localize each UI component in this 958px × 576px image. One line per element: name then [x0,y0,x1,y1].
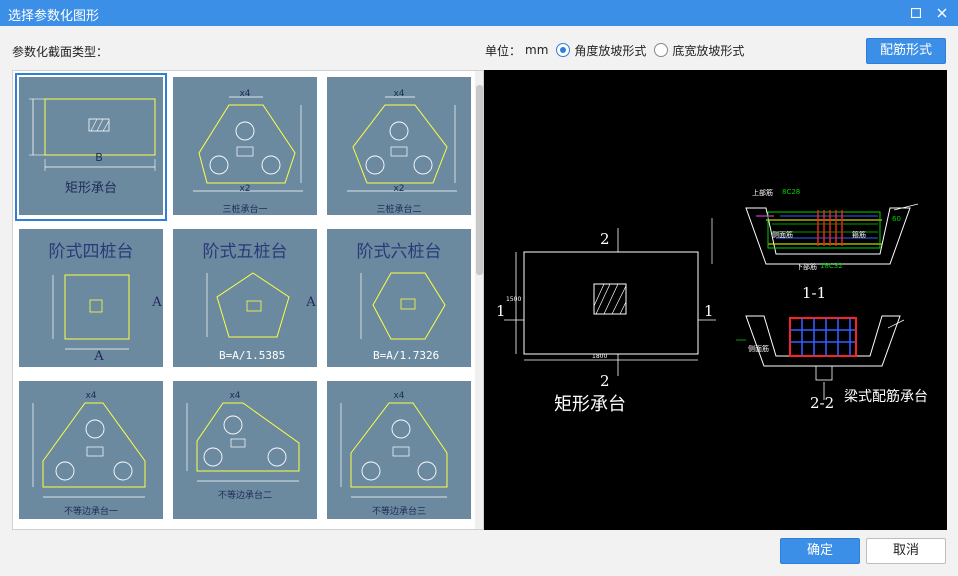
unit-row: 单位： mm 角度放坡形式 底宽放坡形式 [485,41,744,59]
tile-label: 不等边承台一 [63,507,118,517]
dim-x4-label: x4 [229,391,241,401]
top-bar-label: 上部筋 [752,189,773,197]
dim-x4-label: x4 [393,89,405,99]
tile-label: 三桩承台一 [222,205,268,215]
unit-label: 单位： [485,43,522,58]
side-bar-label: 侧面筋 [772,231,793,239]
dim-x4-label: x4 [393,391,405,401]
tile-thumbnail: x4 x2 三桩承台二 [327,77,471,215]
tile-step-six-pile[interactable]: 阶式六桩台 A B=A/1.7326 [306,225,475,373]
tile-label: 不等边承台二 [217,491,272,501]
width-slope-label[interactable]: 底宽放坡形式 [672,43,745,58]
dim-x-labels: x2 [239,184,251,194]
slope-angle-label: 60 [892,215,901,223]
tile-rect-cap[interactable]: A B 矩形承台 [15,73,167,221]
width-slope-radio[interactable] [654,43,669,57]
angle-slope-label[interactable]: 角度放坡形式 [574,43,647,58]
rebar-form-button[interactable]: 配筋形式 [866,38,946,64]
tile-label: 阶式四桩台 [48,242,134,262]
bottom-bar-label: 下部筋 [796,263,817,271]
tile-unequal-cap-two[interactable]: x4 不等边承台二 [169,377,321,525]
stirrup-label: 箍筋 [852,231,866,239]
side-bar-label-2: 侧面筋 [748,345,769,353]
dim-x4-label: x4 [85,391,97,401]
tile-unequal-cap-three[interactable]: x4 不等边承台三 [323,377,475,525]
plan-title: 矩形承台 [554,394,626,415]
top-bar-spec: 8C28 [782,188,801,196]
scrollbar-thumb[interactable] [476,85,483,275]
section-type-label: 参数化截面类型： [12,45,109,59]
tile-thumbnail: x4 x2 三桩承台一 [173,77,317,215]
tile-label: 不等边承台三 [371,507,426,517]
section-mark-1-right: 1 [704,302,714,320]
tile-step-four-pile[interactable]: 阶式四桩台 A A [15,225,167,373]
tile-three-pile-cap-one[interactable]: x4 x2 三桩承台一 [169,73,321,221]
dim-width-label: 1800 [592,353,608,360]
tile-label: 阶式六桩台 [356,242,442,262]
dim-height-label: 1500 [506,296,522,303]
formula-label: B=A/1.7326 [373,349,440,362]
tile-thumbnail: x4 不等边承台一 [19,381,163,519]
preview-canvas: 2 2 1 1 1800 1500 矩形承台 1-1 2-2 梁式配筋承台 上部… [484,70,947,530]
cancel-button[interactable]: 取消 [866,538,946,564]
dim-a-label: A [306,295,316,310]
tile-label: 阶式五桩台 [202,242,288,262]
bottom-bar-spec: 18C32 [820,262,843,270]
window-title: 选择参数化图形 [8,9,100,24]
dim-x4-label: x4 [239,89,251,99]
dim-a-label: A [13,297,29,312]
tile-three-pile-cap-two[interactable]: x4 x2 三桩承台二 [323,73,475,221]
tile-unequal-cap-one[interactable]: x4 不等边承台一 [15,377,167,525]
dim-x-labels: x2 [393,184,405,194]
formula-label: B=A/1.5385 [219,349,286,362]
tile-thumbnail: 阶式五桩台 A B=A/1.5385 [152,229,317,367]
tile-thumbnail: x4 不等边承台二 [173,381,317,519]
shape-gallery: A B 矩形承台 x4 x2 三桩承台一 [12,70,484,530]
tile-thumbnail: x4 不等边承台三 [327,381,471,519]
section-mark-2-top: 2 [600,230,610,248]
tile-thumbnail: A B 矩形承台 [19,77,163,215]
rebar-title: 梁式配筋承台 [844,389,928,405]
angle-slope-radio[interactable] [556,43,571,57]
gallery-scrollbar[interactable] [475,71,483,529]
tile-label: 矩形承台 [64,181,117,196]
section-2-2-title: 2-2 [810,394,835,412]
dim-b-label: B [95,151,103,164]
dim-a-label: A [152,295,162,310]
section-1-1-title: 1-1 [802,284,827,302]
dim-b-label: A [94,349,104,364]
unit-value: mm [525,43,549,57]
section-mark-1-left: 1 [496,302,506,320]
tile-label: 三桩承台二 [376,205,422,215]
maximize-icon[interactable] [906,3,926,23]
tile-thumbnail: 阶式六桩台 A B=A/1.7326 [306,229,471,367]
tile-thumbnail: 阶式四桩台 A A [19,229,163,367]
ok-button[interactable]: 确定 [780,538,860,564]
tile-step-five-pile[interactable]: 阶式五桩台 A B=A/1.5385 [152,225,321,373]
close-icon[interactable] [932,3,952,23]
section-mark-2-bottom: 2 [600,372,610,390]
title-bar: 选择参数化图形 [0,0,958,26]
